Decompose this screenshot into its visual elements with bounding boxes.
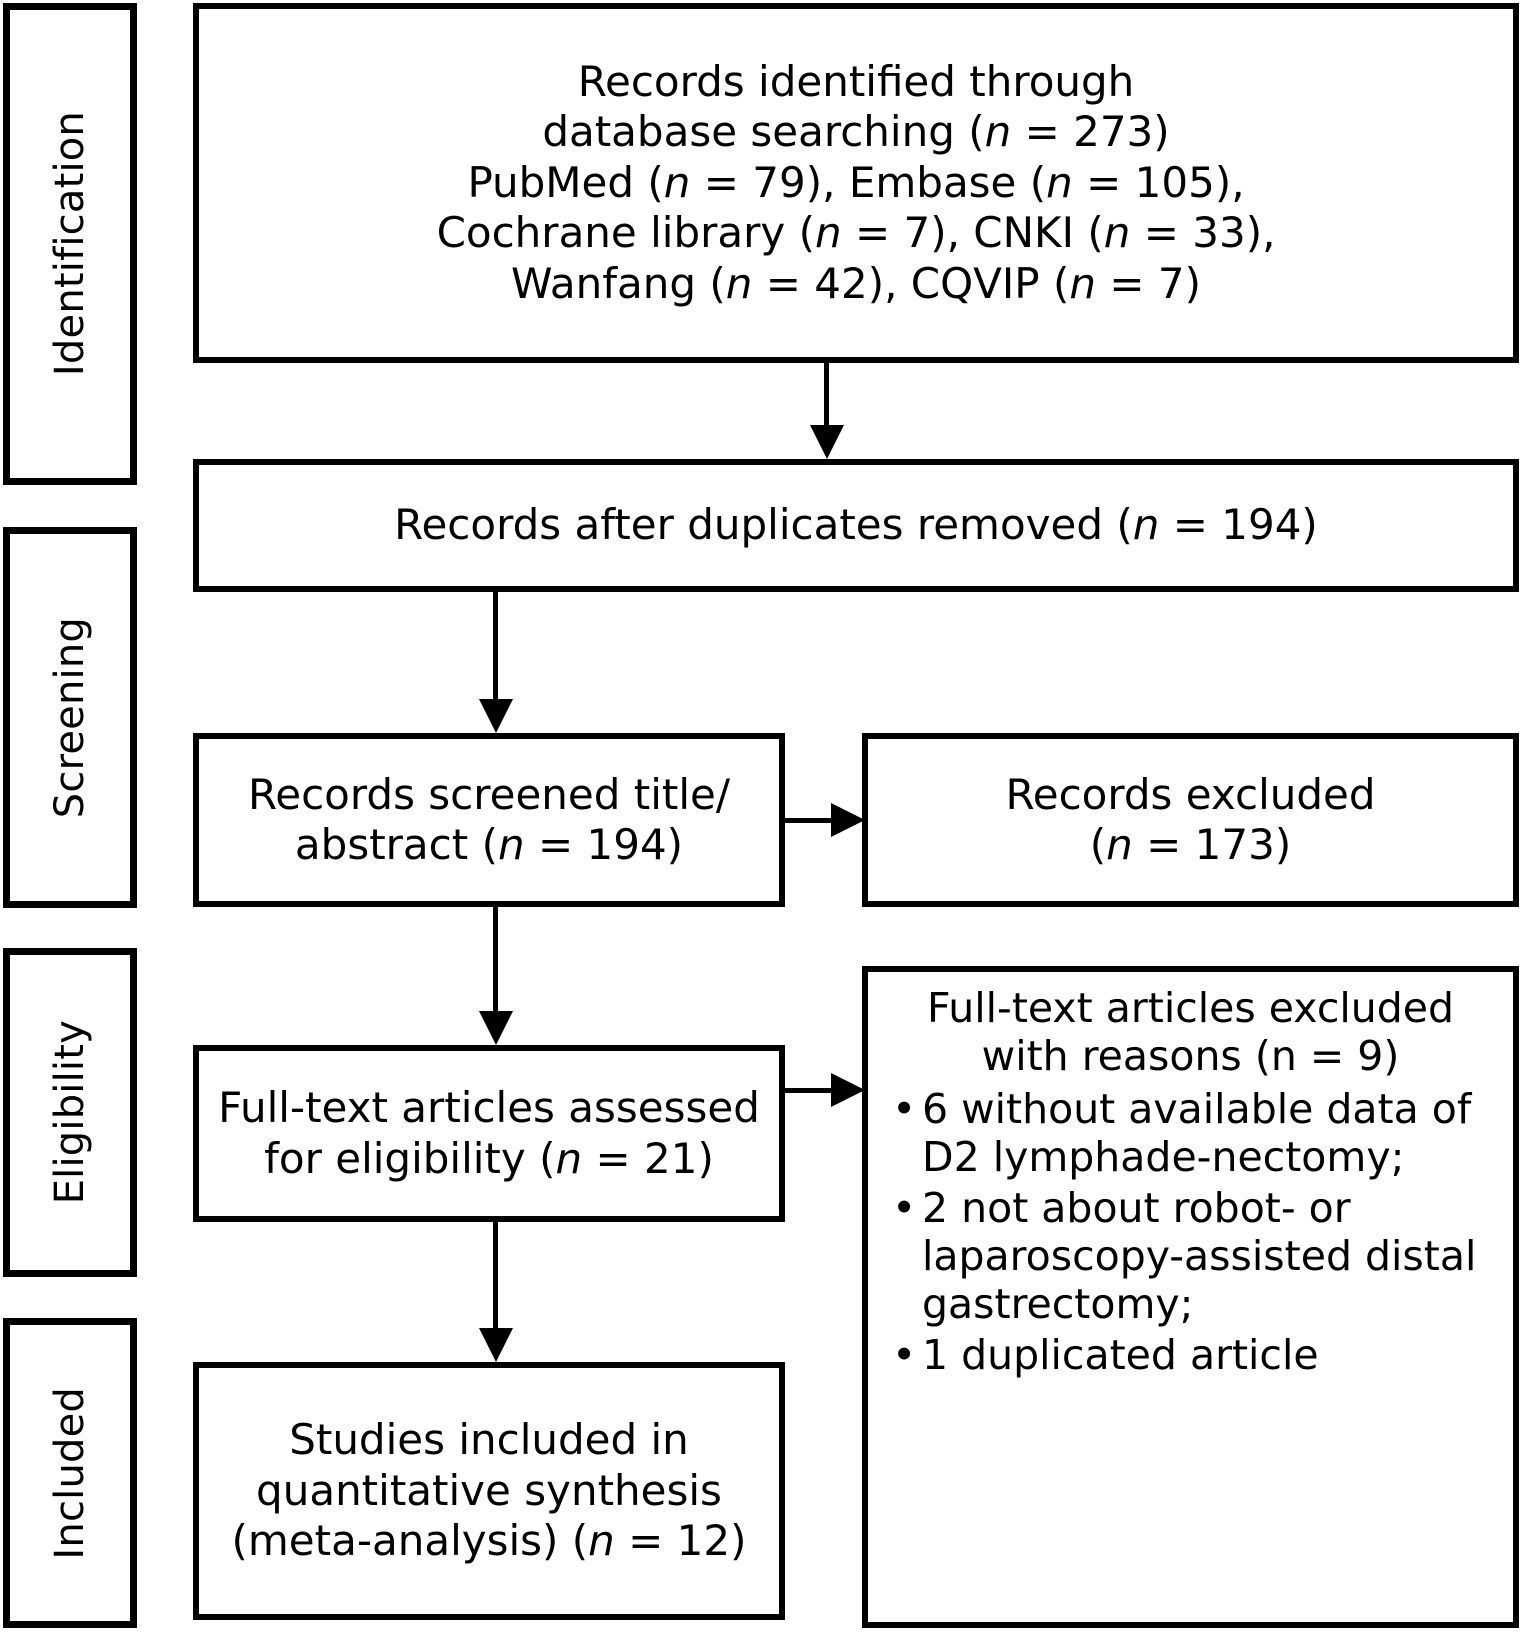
list-item: 6 without available data of D2 lymphade-…	[886, 1085, 1495, 1182]
box-fulltext-assessed-text: Full-text articles assessed for eligibil…	[218, 1083, 760, 1183]
box-records-excluded-text: Records excluded (n = 173)	[1005, 769, 1376, 869]
connector-fulltext-to-included	[493, 1222, 498, 1334]
connector-fulltext-to-reasons	[785, 1088, 837, 1093]
arrow-down-icon-identified-to-duplicates	[810, 425, 844, 459]
list-item: 1 duplicated article	[886, 1331, 1495, 1380]
stage-label-included: Included	[47, 1386, 93, 1560]
stage-box-screening: Screening	[3, 527, 137, 908]
box-studies-included: Studies included in quantitative synthes…	[193, 1362, 785, 1620]
box-fulltext-assessed: Full-text articles assessed for eligibil…	[193, 1045, 785, 1222]
box-duplicates-removed: Records after duplicates removed (n = 19…	[193, 459, 1519, 592]
box-records-identified: Records identified through database sear…	[193, 3, 1519, 363]
stage-box-identification: Identification	[3, 3, 137, 485]
connector-duplicates-to-screened	[493, 592, 498, 705]
stage-label-eligibility: Eligibility	[47, 1020, 93, 1205]
box-records-excluded: Records excluded (n = 173)	[862, 733, 1519, 907]
arrow-right-icon-screened-to-excluded	[831, 803, 865, 837]
stage-box-included: Included	[3, 1318, 137, 1628]
box-studies-included-text: Studies included in quantitative synthes…	[231, 1415, 747, 1566]
arrow-down-icon-fulltext-to-included	[479, 1328, 513, 1362]
arrow-down-icon-screened-to-fulltext	[479, 1011, 513, 1045]
fulltext-excluded-heading: Full-text articles excluded with reasons…	[926, 984, 1455, 1081]
stage-label-screening: Screening	[47, 616, 93, 819]
connector-screened-to-excluded	[785, 818, 837, 823]
box-duplicates-removed-text: Records after duplicates removed (n = 19…	[394, 500, 1318, 550]
box-records-screened: Records screened title/ abstract (n = 19…	[193, 733, 785, 907]
arrow-down-icon-duplicates-to-screened	[479, 699, 513, 733]
connector-identified-to-duplicates	[824, 363, 829, 431]
connector-screened-to-fulltext	[493, 907, 498, 1017]
box-fulltext-excluded-reasons: Full-text articles excluded with reasons…	[862, 966, 1519, 1628]
arrow-right-icon-fulltext-to-reasons	[831, 1073, 865, 1107]
list-item: 2 not about robot- or laparoscopy-assist…	[886, 1184, 1495, 1329]
box-records-identified-text: Records identified through database sear…	[436, 57, 1276, 308]
box-records-screened-text: Records screened title/ abstract (n = 19…	[247, 769, 731, 869]
stage-box-eligibility: Eligibility	[3, 948, 137, 1277]
fulltext-excluded-reason-list: 6 without available data of D2 lymphade-…	[886, 1083, 1495, 1380]
stage-label-identification: Identification	[47, 111, 93, 377]
